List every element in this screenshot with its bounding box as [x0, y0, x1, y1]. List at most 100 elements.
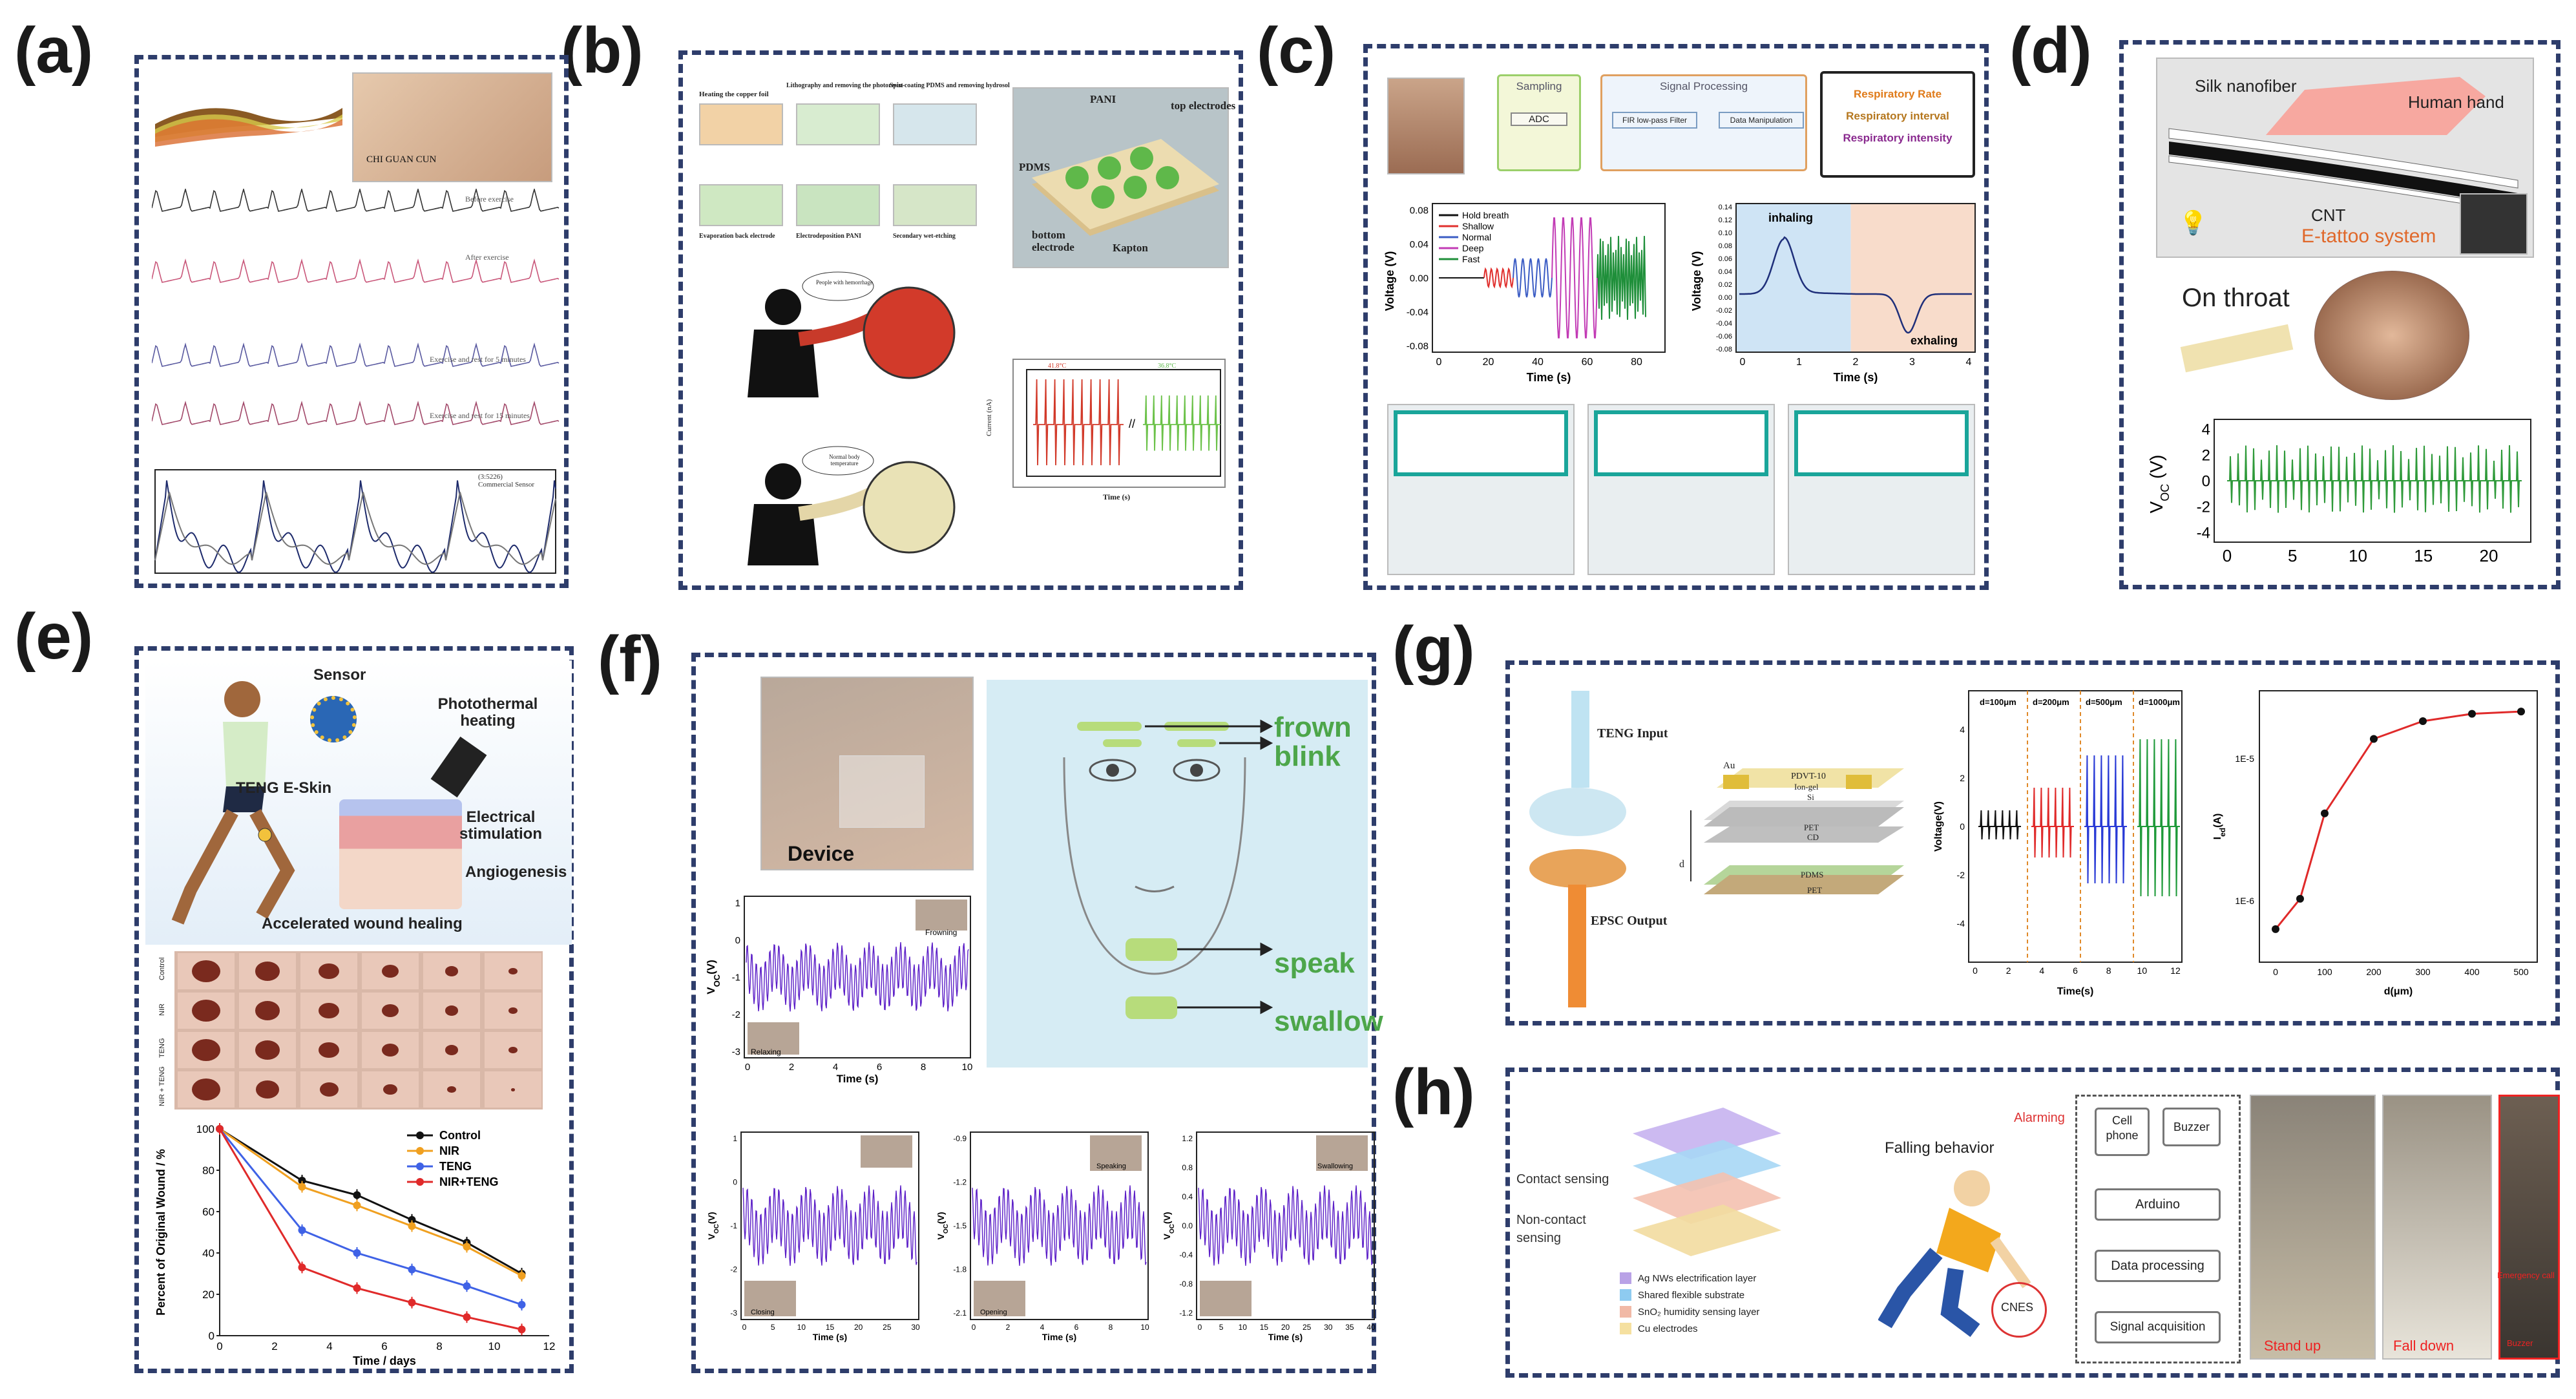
- flow-signal-acquisition: Signal acquisition: [2095, 1311, 2221, 1343]
- voc-ytick: 2: [2202, 447, 2210, 464]
- step-label-6: Secondary wet-etching: [893, 233, 956, 240]
- label-silk-nanofiber: Silk nanofiber: [2195, 76, 2297, 96]
- ied-ytick: 1E-6: [2235, 896, 2254, 906]
- photo-label-stand-up: Stand up: [2264, 1338, 2321, 1354]
- gap-trace-0: [1978, 810, 2021, 840]
- breath-xtick: 40: [1532, 357, 1544, 368]
- sensor-layers-illustration: [1633, 1108, 1781, 1256]
- fS2-xtick: 8: [1109, 1323, 1113, 1332]
- wound-xlabel: Time / days: [353, 1354, 416, 1367]
- fS1-ytick: 1: [733, 1134, 737, 1143]
- phase-ytick: 0.04: [1719, 268, 1732, 276]
- wound-spot: [445, 1005, 458, 1016]
- phase-ytick: 0.14: [1719, 204, 1732, 211]
- layer-si: Si: [1807, 792, 1814, 802]
- phase-ytick: -0.08: [1716, 346, 1732, 353]
- wound-line-nir: [219, 1128, 523, 1277]
- fS2-xtick: 4: [1040, 1323, 1045, 1332]
- phase-xtick: 1: [1796, 357, 1802, 368]
- fMain-ylabel: VOC(V): [706, 960, 722, 994]
- ied-xtick: 400: [2464, 967, 2480, 977]
- wound-point: [216, 1125, 224, 1133]
- label-cnes: CNES: [2001, 1301, 2034, 1314]
- device-label: Device: [788, 842, 855, 865]
- gap-voltage-xtick: 6: [2073, 965, 2078, 976]
- inset-opening: Opening: [980, 1309, 1007, 1316]
- cnes-circle: [1991, 1282, 2047, 1338]
- wound-photo-cell: [239, 953, 296, 989]
- wound-xtick: 4: [326, 1340, 332, 1352]
- phase-xtick: 4: [1966, 357, 1972, 368]
- fS3-axes: [1196, 1131, 1375, 1320]
- gap-voltage-ytick: 2: [1960, 773, 1965, 783]
- panel-label-e: (e): [14, 600, 94, 673]
- wound-spot: [382, 1004, 399, 1017]
- fMain-ytick: -3: [732, 1046, 740, 1057]
- wound-legend-label: NIR+TENG: [439, 1175, 499, 1188]
- photo-label-fall-down: Fall down: [2393, 1338, 2455, 1354]
- fS3-ytick: -0.8: [1179, 1279, 1193, 1289]
- fS3-xtick: 10: [1239, 1323, 1248, 1332]
- wound-spot: [192, 1039, 220, 1061]
- fMain-xtick: 6: [877, 1062, 882, 1073]
- output-intensity: Respiratory intensity: [1843, 132, 1953, 144]
- fS3-ytick: 0.8: [1182, 1163, 1193, 1172]
- breath-axes: [1432, 203, 1666, 353]
- commercial-pulse-line: [154, 492, 556, 565]
- speaking-inset: [1090, 1135, 1142, 1171]
- throat-photo: [2314, 271, 2469, 400]
- action-frown: frown: [1274, 711, 1352, 743]
- phase-xtick: 3: [1909, 357, 1915, 368]
- data-manipulation-label: Data Manipulation: [1719, 112, 1804, 129]
- tattoo-strip: [2180, 324, 2294, 373]
- ied-point: [2321, 809, 2329, 817]
- wound-spot: [445, 966, 458, 976]
- panel-c: Sampling ADC Signal Processing FIR low-p…: [1363, 44, 1989, 590]
- fMain-xtick: 4: [833, 1062, 838, 1073]
- sensor-pulse-line: [154, 480, 556, 573]
- phase-ytick: 0.02: [1719, 281, 1732, 289]
- voc-xtick: 20: [2480, 546, 2498, 565]
- phase-ytick: 0.10: [1719, 229, 1732, 237]
- fS3-xtick: 40: [1367, 1323, 1376, 1332]
- fMain-ytick: 0: [735, 935, 740, 946]
- voc-ylabel: VOC (V): [2146, 455, 2172, 514]
- breath-xtick: 60: [1582, 357, 1593, 368]
- wound-line-nir-teng: [218, 1128, 522, 1331]
- wound-spot: [255, 1040, 280, 1060]
- wound-photo-cell: [485, 1032, 541, 1068]
- wound-point: [298, 1226, 306, 1234]
- wound-photo-cell: [485, 1071, 541, 1108]
- fS3-ytick: 0.4: [1182, 1192, 1193, 1201]
- row-label-teng: TENG: [158, 1038, 166, 1058]
- pulse-traces: [152, 189, 560, 425]
- layer-pani: PANI: [1090, 93, 1116, 105]
- wound-photo-cell: [178, 993, 235, 1029]
- wound-photo-cell: [178, 1032, 235, 1068]
- lightbulb-icon: 💡: [2179, 209, 2208, 236]
- wound-spot: [192, 1000, 220, 1022]
- outputs-monitor: Respiratory Rate Respiratory interval Re…: [1820, 71, 1975, 178]
- phase-ytick: 0.06: [1719, 255, 1732, 263]
- current-plot: //: [1012, 359, 1226, 488]
- fS3-ytick: 0.0: [1182, 1221, 1193, 1230]
- gap-voltage-ytick: 0: [1960, 821, 1965, 832]
- exhaling-region: [1850, 204, 1975, 352]
- wound-legend-label: TENG: [439, 1160, 472, 1173]
- voc-ytick: 4: [2202, 421, 2210, 438]
- wound-ylabel: Percent of Original Wound / %: [154, 1149, 167, 1316]
- wound-spot: [447, 1086, 456, 1093]
- device-layer-stack: [1690, 768, 1904, 894]
- trace-label-rest15: Exercise and rest for 15 minutes: [430, 411, 530, 420]
- series-label-hot: 41.8°C: [1048, 363, 1067, 370]
- ied-point: [2468, 710, 2476, 718]
- layer-pdvt: PDVT-10: [1791, 772, 1826, 781]
- breath-ytick: 0.00: [1410, 273, 1429, 284]
- label-noncontact-sensing: Non-contact sensing: [1516, 1213, 1586, 1245]
- label-cnt: CNT: [2311, 205, 2346, 225]
- gap-voltage-xtick: 10: [2137, 965, 2148, 976]
- trace-label-before: Before exercise: [465, 195, 514, 204]
- wrist-photo: CHI GUAN CUN: [352, 72, 552, 182]
- layer-pdms: PDMS: [1801, 870, 1824, 879]
